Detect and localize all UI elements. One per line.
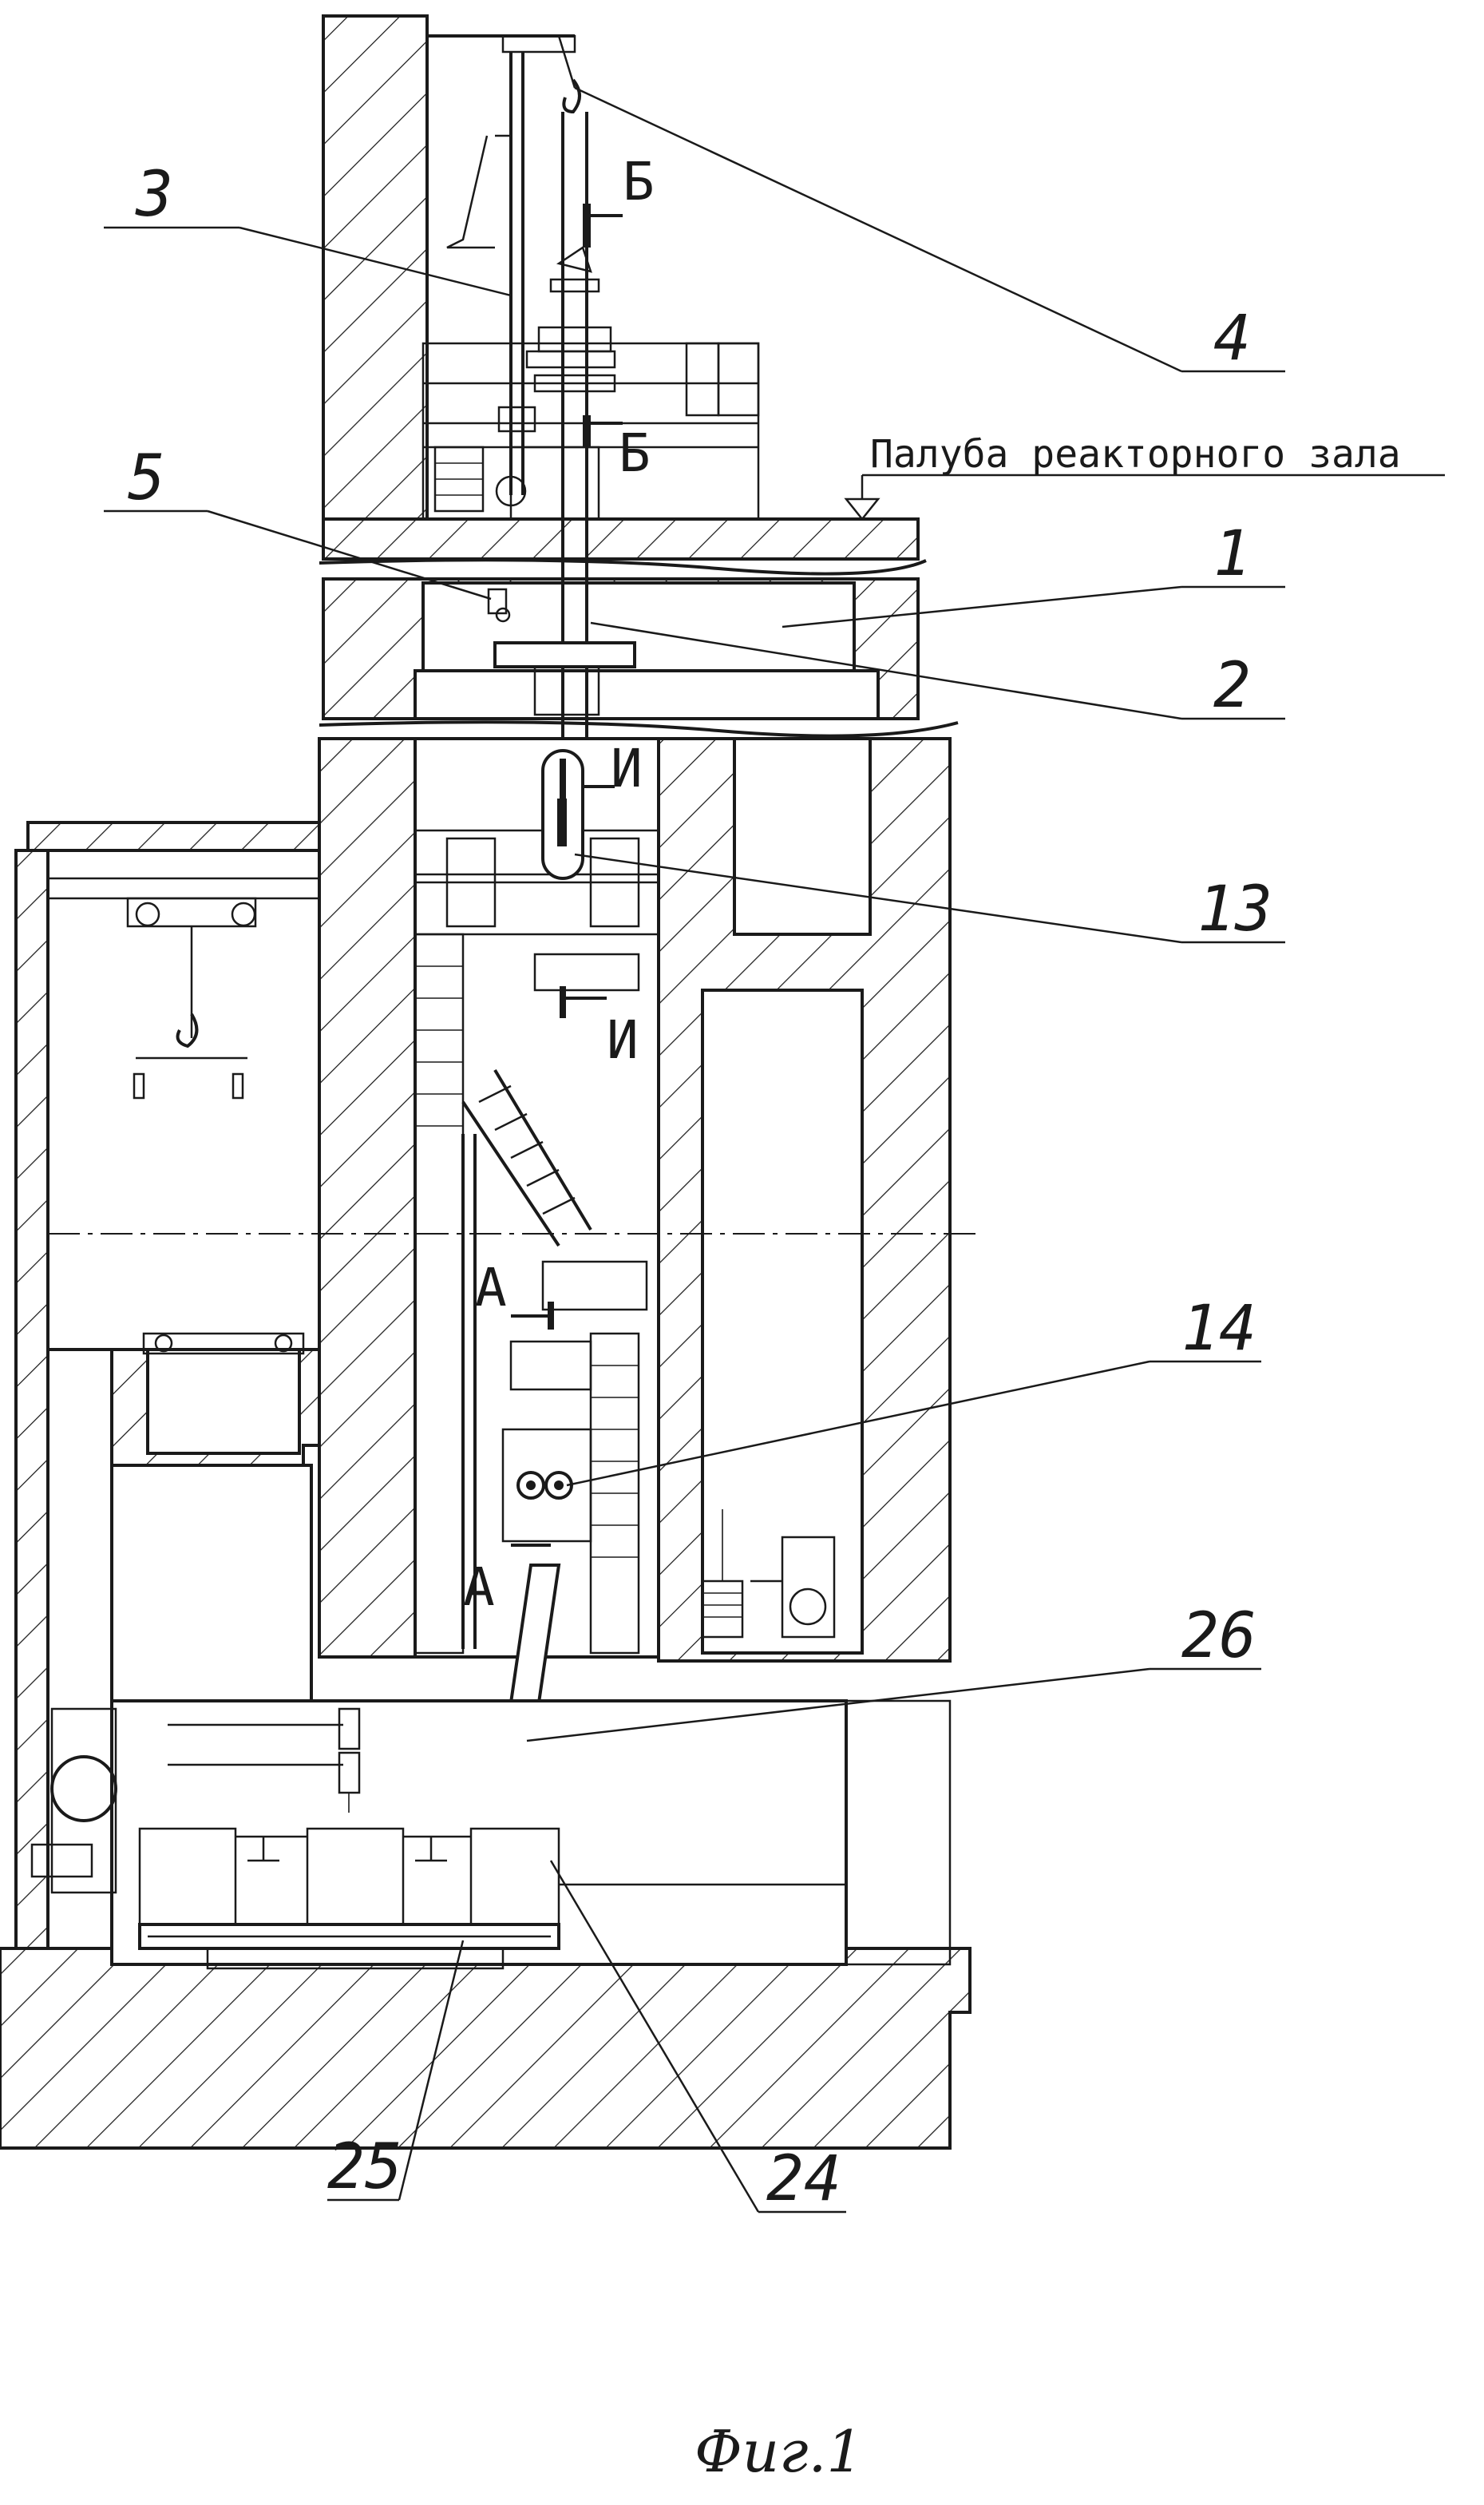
callout-14: 14 xyxy=(1181,1293,1256,1365)
callout-2: 2 xyxy=(1213,650,1251,722)
section-a-top: А xyxy=(475,1257,507,1318)
callout-24: 24 xyxy=(766,2143,841,2215)
callout-4: 4 xyxy=(1213,303,1251,375)
callout-5: 5 xyxy=(128,442,165,514)
figure-caption: Фиг.1 xyxy=(695,2418,863,2485)
section-i-top: И xyxy=(611,738,643,799)
left-wall xyxy=(319,739,415,1657)
callout-1: 1 xyxy=(1213,518,1251,590)
section-b-bottom: Б xyxy=(619,422,651,484)
central-shaft xyxy=(319,739,950,1821)
section-i-bottom: И xyxy=(607,1009,639,1071)
callout-3: 3 xyxy=(135,159,173,231)
section-a-bottom: А xyxy=(463,1556,495,1618)
callout-25: 25 xyxy=(327,2131,402,2203)
section-b-top: Б xyxy=(623,151,655,212)
callout-26: 26 xyxy=(1181,1600,1256,1672)
deck-slab xyxy=(323,519,918,559)
deck-label: Палуба реакторного зала xyxy=(870,432,1401,477)
callout-13: 13 xyxy=(1197,874,1272,945)
deck-annotation: Палуба реакторного зала xyxy=(846,432,1445,519)
